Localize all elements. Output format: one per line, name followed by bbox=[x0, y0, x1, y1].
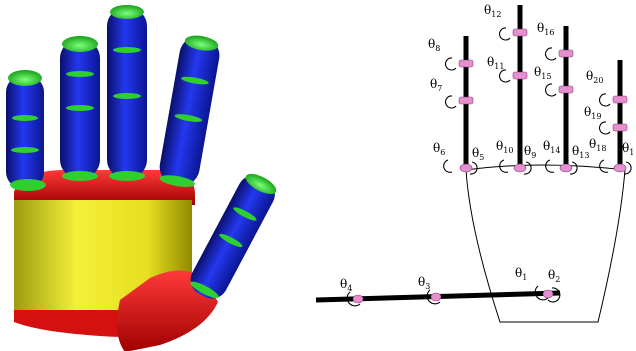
label-theta-11: θ11 bbox=[487, 55, 504, 71]
joint-thumb-cmc bbox=[542, 289, 554, 299]
arrow-theta-12 bbox=[499, 27, 511, 41]
label-theta-16: θ16 bbox=[537, 21, 554, 37]
thumb-base bbox=[116, 270, 218, 351]
label-theta-20: θ20 bbox=[586, 69, 603, 85]
label-theta-6: θ6 bbox=[433, 141, 445, 157]
joint-markers bbox=[352, 28, 628, 304]
arrow-theta-9 bbox=[523, 161, 532, 175]
arrow-theta-4 bbox=[346, 291, 361, 307]
label-theta-1-finger: θ1 bbox=[622, 141, 634, 157]
palm-outline bbox=[465, 164, 626, 323]
arrow-theta-8 bbox=[445, 57, 457, 71]
arrow-theta-5 bbox=[469, 161, 478, 175]
label-theta-13: θ13 bbox=[572, 144, 589, 160]
arrow-theta-14 bbox=[545, 159, 555, 173]
arrow-theta-11 bbox=[499, 69, 511, 83]
joint-index-pip bbox=[458, 96, 474, 105]
label-theta-19: θ19 bbox=[584, 105, 601, 121]
label-theta-3: θ3 bbox=[418, 275, 430, 291]
arrow-theta-18 bbox=[599, 159, 609, 173]
arrow-theta-19 bbox=[599, 121, 611, 135]
joint-ring-dip bbox=[558, 49, 574, 58]
joint-index-mcp bbox=[459, 163, 473, 173]
label-theta-15: θ15 bbox=[534, 65, 551, 81]
joint-middle-pip bbox=[512, 71, 528, 80]
label-theta-12: θ12 bbox=[484, 3, 501, 19]
finger-middle bbox=[60, 36, 100, 181]
finger-ring bbox=[107, 5, 147, 181]
joint-ring-mcp bbox=[559, 163, 573, 173]
label-theta-5: θ5 bbox=[472, 146, 484, 162]
joint-middle-mcp bbox=[513, 163, 527, 173]
joint-labels: θ1 θ2 θ3 θ4 θ5 θ6 θ7 θ8 θ9 θ10 θ11 θ12 θ… bbox=[340, 3, 634, 293]
arrow-theta-7 bbox=[445, 95, 457, 109]
arrow-theta-2 bbox=[547, 287, 561, 303]
label-theta-4: θ4 bbox=[340, 277, 352, 293]
joint-little-mcp bbox=[613, 163, 627, 173]
label-theta-14: θ14 bbox=[543, 139, 560, 155]
hand-3d-model bbox=[6, 5, 277, 351]
arrow-theta-3 bbox=[426, 289, 441, 305]
arrow-theta-1 bbox=[534, 285, 549, 301]
label-theta-9: θ9 bbox=[524, 144, 536, 160]
label-theta-8: θ8 bbox=[428, 37, 440, 53]
finger-thumb bbox=[190, 173, 277, 299]
joint-index-dip bbox=[458, 59, 474, 68]
label-theta-10: θ10 bbox=[496, 139, 513, 155]
arrow-theta-1-finger bbox=[623, 161, 632, 175]
finger-little bbox=[159, 35, 220, 187]
arrow-theta-20 bbox=[599, 93, 611, 107]
rotation-arrows bbox=[346, 27, 632, 307]
arrow-theta-16 bbox=[545, 47, 557, 61]
arrow-theta-10 bbox=[499, 159, 509, 173]
arrow-theta-6 bbox=[443, 159, 453, 173]
joint-little-dip bbox=[612, 95, 628, 104]
label-theta-1: θ1 bbox=[515, 266, 527, 282]
joint-thumb-ip bbox=[352, 294, 364, 304]
arrow-theta-15 bbox=[545, 83, 557, 97]
arrow-theta-13 bbox=[569, 161, 578, 175]
kinematic-skeleton: θ1 θ2 θ3 θ4 θ5 θ6 θ7 θ8 θ9 θ10 θ11 θ12 θ… bbox=[315, 3, 634, 323]
label-theta-2: θ2 bbox=[548, 268, 560, 284]
finger-index bbox=[6, 70, 46, 191]
palm-top bbox=[14, 170, 195, 205]
label-theta-18: θ18 bbox=[589, 137, 606, 153]
label-theta-7: θ7 bbox=[430, 77, 442, 93]
joint-thumb-mcp bbox=[430, 292, 442, 302]
joint-ring-pip bbox=[558, 85, 574, 94]
joint-little-pip bbox=[612, 123, 628, 132]
joint-middle-dip bbox=[512, 28, 528, 37]
